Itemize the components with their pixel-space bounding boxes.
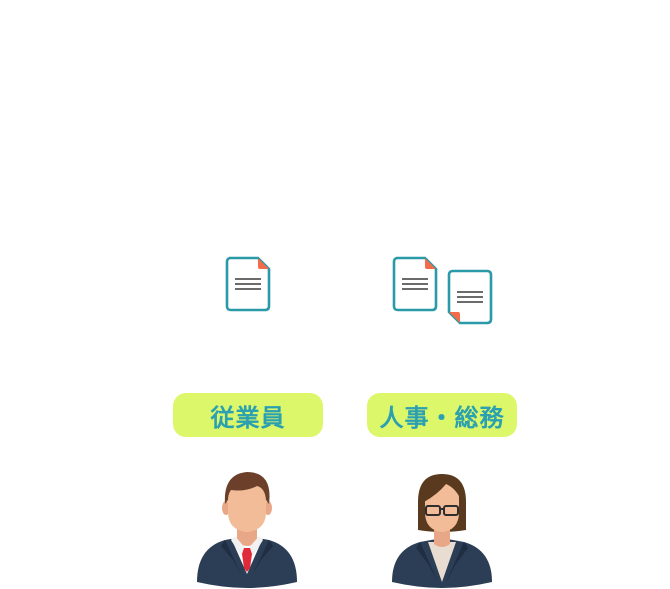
employee-document-icon [225, 256, 271, 312]
hr-general-affairs-label: 人事・総務 [367, 393, 517, 437]
employee-label: 従業員 [173, 393, 323, 437]
female-hr-avatar-icon [392, 474, 492, 588]
hr-document-icon [447, 269, 493, 325]
male-employee-avatar-icon [197, 472, 297, 588]
hr-document-icon [392, 256, 438, 312]
